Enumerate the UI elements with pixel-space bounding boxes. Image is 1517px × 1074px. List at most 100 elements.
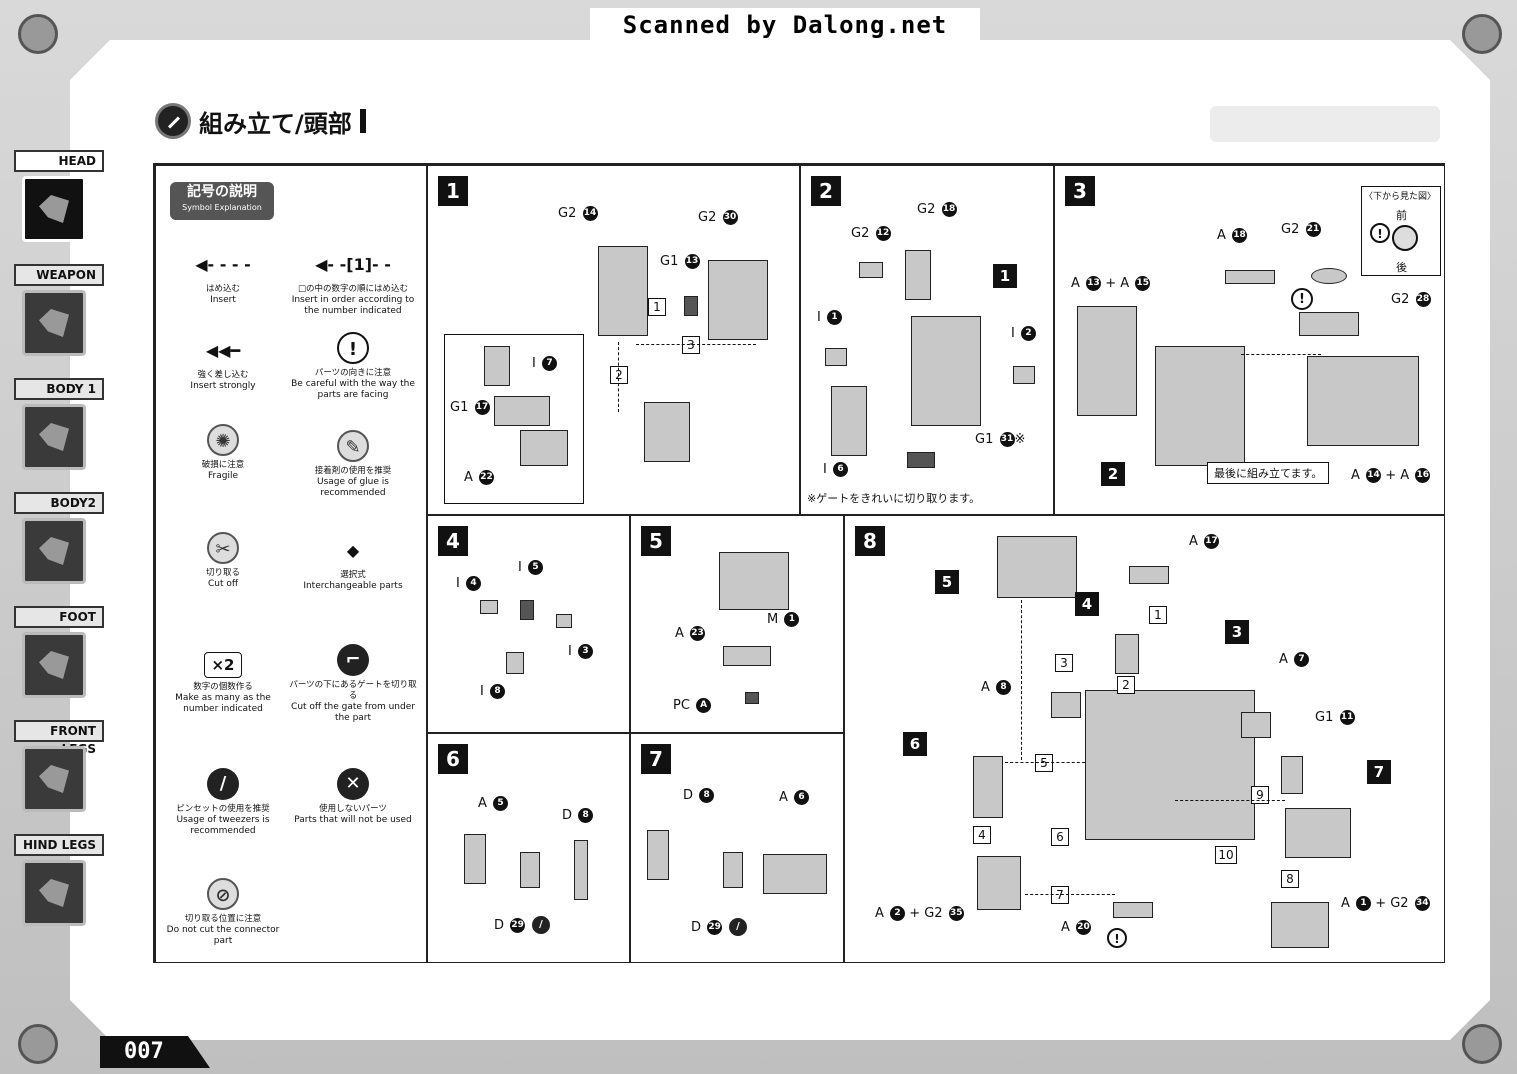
- legend-jp: 切り取る: [205, 568, 240, 578]
- small-part: [1129, 566, 1169, 584]
- part-label: A 7: [1279, 652, 1310, 667]
- legend-subtitle: Symbol Explanation: [182, 203, 262, 212]
- legend-en: Do not cut the connector part: [166, 925, 280, 946]
- order-number: 9: [1251, 786, 1269, 804]
- legend-jp: はめ込む: [205, 284, 240, 294]
- legend-jp: 破損に注意: [201, 460, 245, 470]
- legend-jp: 接着剤の使用を推奨: [314, 466, 392, 476]
- legend-en: Be careful with the way the parts are fa…: [291, 379, 415, 400]
- legend-en: Make as many as the number indicated: [175, 693, 271, 714]
- tab-label: BODY 1: [14, 378, 104, 400]
- insert-strongly-icon: ◀◀━: [205, 341, 241, 360]
- inset-title: 〈下から見た図〉: [1364, 192, 1437, 202]
- part-label: A 5: [478, 796, 509, 811]
- tab-body2[interactable]: BODY2: [14, 492, 104, 592]
- step-7-panel: 7 D 8 A 6 D 29 /: [630, 733, 844, 963]
- claw-rail-part: [520, 852, 540, 888]
- step-2-panel: 2 1 G2 18 G2 12 I 1 I 2 I 6 G1 31※ ※ゲートを…: [800, 165, 1054, 515]
- lower-jaw-part: [977, 856, 1021, 910]
- part-label: D 29: [494, 918, 526, 933]
- insert-order-arrow-icon: ◀- -[1]- -: [315, 255, 391, 274]
- caution-icon: !: [1107, 928, 1127, 948]
- insert-guide: [1175, 800, 1285, 801]
- part-label: I 2: [1011, 326, 1036, 341]
- part-label: I 1: [817, 310, 842, 325]
- claw-part: [1013, 366, 1035, 384]
- legend-jp: □の中の数字の順にはめ込む: [297, 284, 409, 294]
- part-label: M 1: [767, 612, 800, 627]
- tab-hind-legs[interactable]: HIND LEGS: [14, 834, 104, 934]
- assemble-last-note: 最後に組み立てます。: [1207, 462, 1330, 484]
- step-number: 2: [811, 176, 841, 206]
- hind-legs-icon: [22, 860, 86, 926]
- tab-label: FRONT LEGS: [14, 720, 104, 756]
- part-label: G1 11: [1315, 710, 1355, 725]
- order-number: 8: [1281, 870, 1299, 888]
- legend-jp: 数字の個数作る: [193, 682, 253, 692]
- claw-rail-part: [464, 834, 486, 884]
- instruction-grid: 記号の説明 Symbol Explanation ◀- - - - はめ込む I…: [153, 163, 1445, 963]
- part-label: A 13 + A 15: [1071, 276, 1151, 291]
- step-4-panel: 4 I 4 I 5 I 3 I 8: [427, 515, 630, 733]
- legend-tweezers: / ピンセットの使用を推奨 Usage of tweezers is recom…: [158, 768, 288, 837]
- side-piece-part: [1241, 712, 1271, 738]
- order-number: 3: [682, 336, 700, 354]
- tooth-part: [484, 346, 510, 386]
- order-number: 6: [1051, 828, 1069, 846]
- tab-head[interactable]: HEAD: [14, 150, 104, 250]
- step-6-panel: 6 A 5 D 8 D 29 /: [427, 733, 630, 963]
- canopy-part: [719, 552, 789, 610]
- part-label: I 3: [568, 644, 593, 659]
- joint-part: [556, 614, 572, 628]
- head-core-part: [1155, 346, 1245, 466]
- part-label: A 18: [1217, 228, 1248, 243]
- legend-jp: 強く差し込む: [197, 370, 249, 380]
- wrench-icon: [155, 103, 191, 139]
- legend-en: Insert in order according to the number …: [291, 295, 415, 316]
- interchangeable-icon: ◆: [346, 541, 360, 560]
- ref-step-number: 7: [1367, 760, 1391, 784]
- clip-part: [684, 296, 698, 316]
- legend-cut-off: ✂ 切り取る Cut off: [158, 532, 288, 590]
- legend-panel: 記号の説明 Symbol Explanation ◀- - - - はめ込む I…: [155, 165, 427, 963]
- head-assembly-part: [1085, 690, 1255, 840]
- small-part: [859, 262, 883, 278]
- part-label: A 1 + G2 34: [1341, 896, 1430, 911]
- part-label: G2 12: [851, 226, 891, 241]
- part-label: G1 31※: [975, 432, 1026, 447]
- order-number: 10: [1215, 846, 1237, 864]
- faint-bleed-title: [1210, 106, 1440, 142]
- legend-en: Parts that will not be used: [294, 815, 412, 825]
- turntable-part: [1311, 268, 1347, 284]
- small-part: [907, 452, 935, 468]
- tab-body1[interactable]: BODY 1: [14, 378, 104, 478]
- jaw-part: [644, 402, 690, 462]
- legend-fragile: ✺ 破損に注意 Fragile: [158, 424, 288, 482]
- fang-part: [831, 386, 867, 456]
- claw-rail-part: [973, 756, 1003, 818]
- order-number: 3: [1055, 654, 1073, 672]
- caution-icon: !: [337, 332, 369, 364]
- chin-part: [1271, 902, 1329, 948]
- blade-assembly-part: [1285, 808, 1351, 858]
- step-8-panel: 8 5 4 3 6 7 1 2 3 5 4 6 7 9 10 8 A 17 A …: [844, 515, 1445, 963]
- part-label: I 8: [480, 684, 505, 699]
- step-5-panel: 5 M 1 A 23 PC A: [630, 515, 844, 733]
- part-label: A 2 + G2 35: [875, 906, 964, 921]
- head-icon: [22, 176, 86, 242]
- part-label: I 4: [456, 576, 481, 591]
- step-3-panel: 3 〈下から見た図〉 前 ! 後 A 18 G2 21 A 13 + A 15 …: [1054, 165, 1445, 515]
- claw-part: [825, 348, 847, 366]
- tab-front-legs[interactable]: FRONT LEGS: [14, 720, 104, 820]
- scan-banner: Scanned by Dalong.net: [590, 8, 980, 42]
- step-number: 5: [641, 526, 671, 556]
- legend-insert: ◀- - - - はめ込む Insert: [158, 250, 288, 306]
- legend-jp: 使用しないパーツ: [319, 804, 387, 814]
- joint-part: [1115, 634, 1139, 674]
- connector-icon: ⊘: [207, 878, 239, 910]
- part-label: A 17: [1189, 534, 1220, 549]
- part-label: D 8: [562, 808, 594, 823]
- tab-foot[interactable]: FOOT: [14, 606, 104, 706]
- tab-weapon[interactable]: WEAPON: [14, 264, 104, 364]
- front-legs-icon: [22, 746, 86, 812]
